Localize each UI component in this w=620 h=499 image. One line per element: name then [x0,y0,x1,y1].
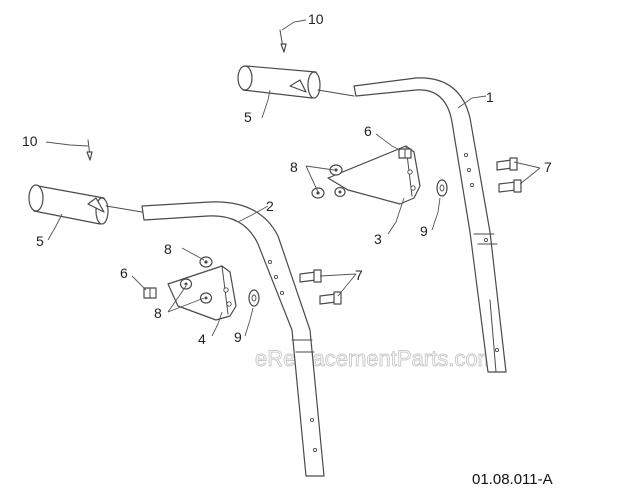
callout-7-lower: 7 [355,267,363,283]
washer-part-9-lower [248,289,260,307]
callout-1: 1 [486,89,494,105]
callout-5-lower: 5 [36,233,44,249]
bolt-part-6-lower [143,287,157,299]
callout-5-upper: 5 [244,109,252,125]
lower-grip-part-5 [28,184,143,225]
leader-lines [45,19,541,337]
callout-4: 4 [198,331,206,347]
callout-6-lower: 6 [120,265,128,281]
bracket-part-4 [167,265,237,321]
callout-10-lower: 10 [22,133,38,149]
bracket-part-3 [327,145,421,205]
callout-8-upper: 8 [290,159,298,175]
bolt-part-6-upper [398,148,412,159]
callout-8-lower-bottom: 8 [154,305,162,321]
nuts-part-8-upper [311,164,346,199]
upper-handle-part-1 [353,77,507,373]
figure-code: 01.08.011-A [472,471,553,488]
upper-grip-part-5 [237,65,355,99]
callout-2: 2 [266,198,274,214]
bolts-part-7-upper [496,157,522,193]
callout-9-lower: 9 [234,329,242,345]
callout-3: 3 [374,231,382,247]
callout-8-lower-top: 8 [164,241,172,257]
callout-10-upper: 10 [308,11,324,27]
washer-part-9-upper [436,179,448,197]
upper-pin-part-10 [279,29,287,53]
lower-pin-part-10 [86,139,93,161]
callout-9-upper: 9 [420,223,428,239]
watermark: eReplacementParts.com [255,346,496,371]
bolts-part-7-lower [299,269,342,305]
callout-7-upper: 7 [544,159,552,175]
callout-6-upper: 6 [364,123,372,139]
lower-handle-part-2 [141,201,325,477]
